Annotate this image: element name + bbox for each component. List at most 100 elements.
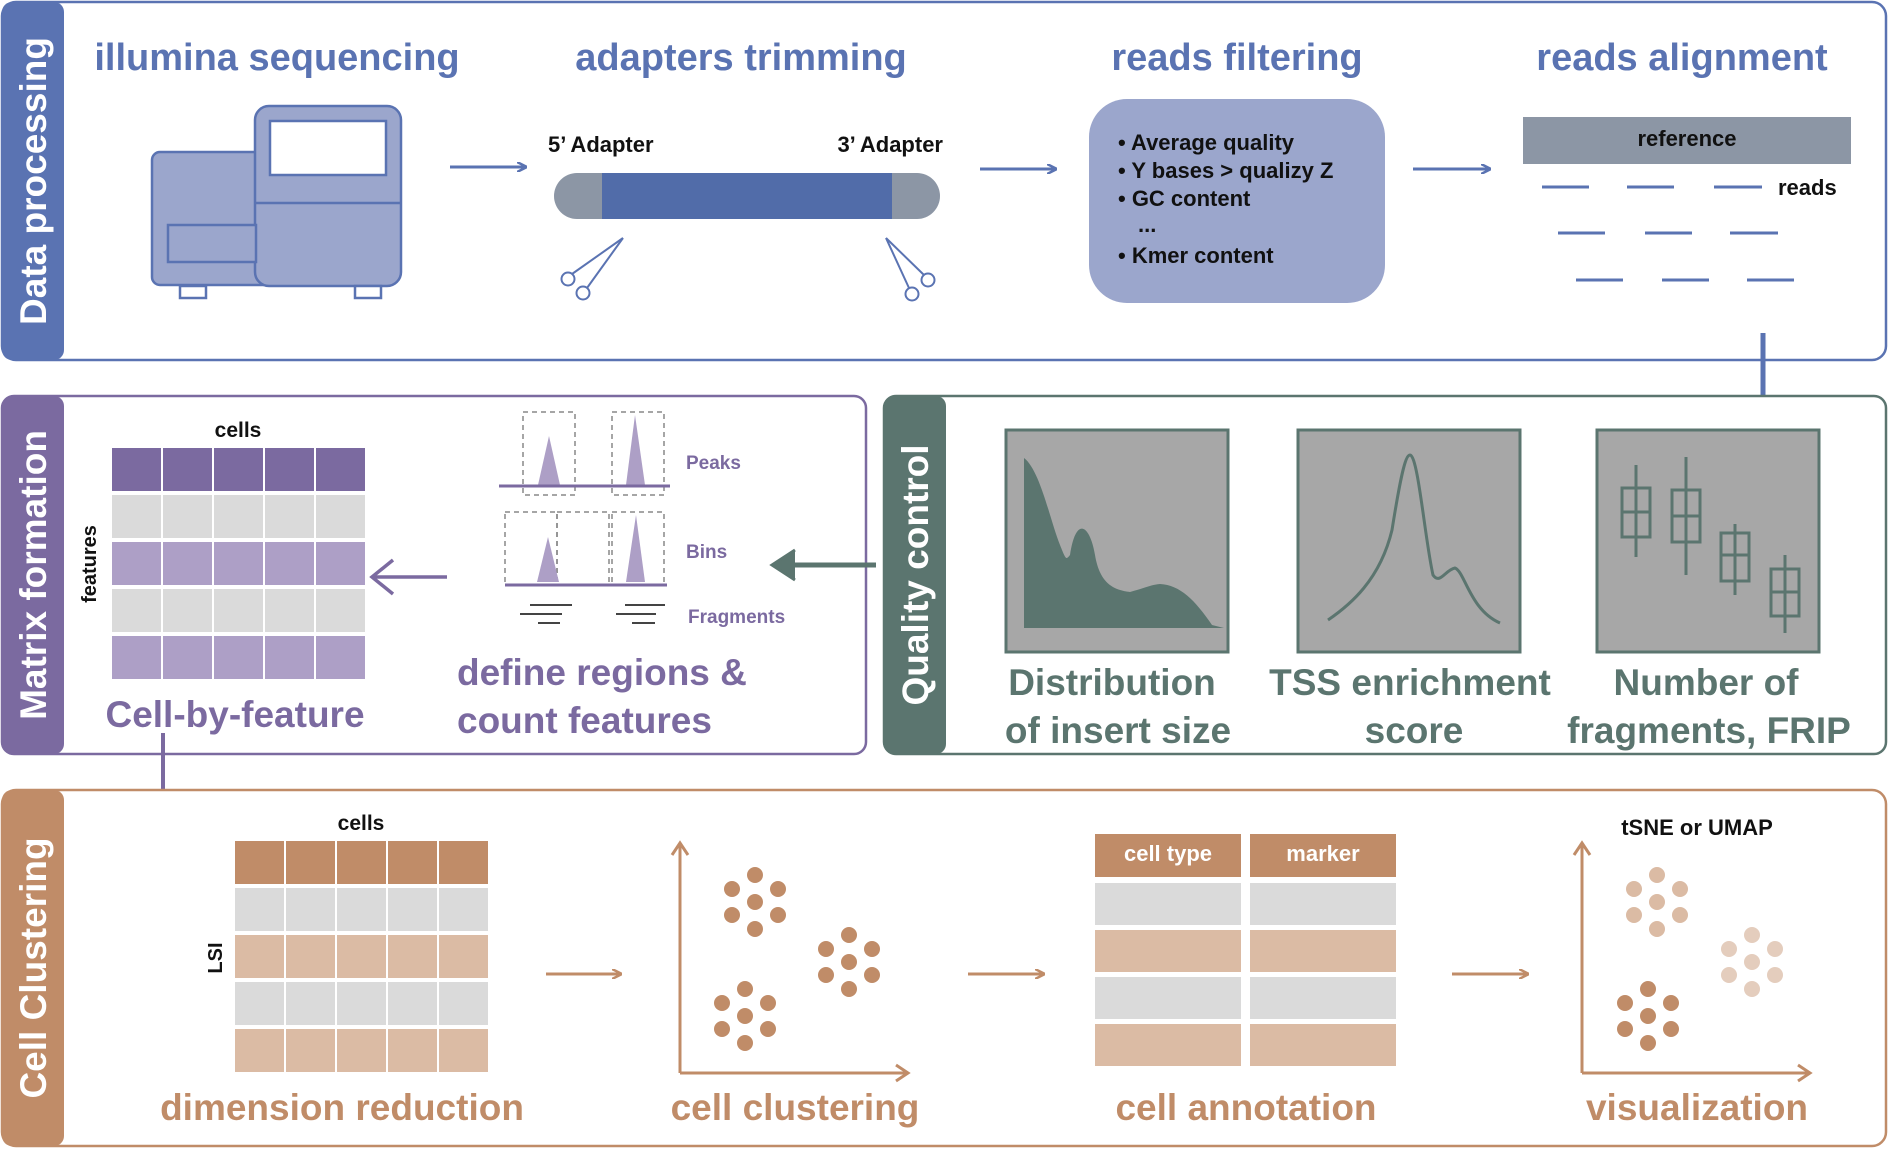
lsi-matrix-cell [286, 888, 335, 931]
tss-title-line2: score [1365, 710, 1464, 751]
cluster-scatter-points [714, 867, 880, 1051]
matrix-formation-label: Matrix formation [13, 430, 54, 720]
matrix-cell [214, 495, 263, 538]
filter-item-3: • GC content [1118, 186, 1251, 211]
matrix-cells-label: cells [215, 419, 262, 442]
aligned-reads [1542, 185, 1794, 282]
cluster-point [737, 1035, 753, 1051]
tss-title-line1: TSS enrichment [1269, 662, 1551, 703]
scissors-right-icon [885, 237, 936, 302]
lsi-matrix-cell [439, 841, 488, 884]
adapter-3-label: 3’ Adapter [837, 132, 943, 157]
annotation-col-marker: marker [1286, 841, 1360, 866]
dimension-reduction-title: dimension reduction [160, 1087, 524, 1128]
cluster-point [724, 881, 740, 897]
matrix-cell [214, 589, 263, 632]
cluster-point [770, 907, 786, 923]
matrix-cell [163, 636, 212, 679]
quality-control-section: Quality control Distribution of insert s… [769, 394, 1888, 756]
viz-scatter-axes [1572, 840, 1813, 1083]
cluster-point [864, 941, 880, 957]
lsi-matrix-cell [439, 982, 488, 1025]
annotation-cell [1250, 883, 1396, 925]
cluster-point [818, 967, 834, 983]
lsi-matrix-cell [337, 935, 386, 978]
lsi-matrix-cell [337, 1029, 386, 1072]
bins-diagram [504, 511, 667, 587]
lsi-matrix-cell [235, 1029, 284, 1072]
viz-point [1767, 967, 1783, 983]
matrix-cell [265, 589, 314, 632]
annotation-cell [1095, 834, 1241, 877]
viz-point [1672, 881, 1688, 897]
matrix-cell [163, 448, 212, 491]
cluster-point [737, 1008, 753, 1024]
lsi-label: LSI [205, 942, 227, 973]
filter-criteria-box [1089, 99, 1385, 303]
fragments-diagram [520, 604, 665, 624]
matrix-cell [163, 495, 212, 538]
lsi-matrix-cell [388, 1029, 437, 1072]
matrix-cell [112, 636, 161, 679]
cell-by-feature-matrix [112, 448, 365, 679]
matrix-cell [316, 636, 365, 679]
viz-point [1640, 1008, 1656, 1024]
lsi-matrix-cell [439, 1029, 488, 1072]
define-regions-line1: define regions & [457, 652, 747, 693]
cluster-point [841, 927, 857, 943]
matrix-cell [163, 589, 212, 632]
viz-point [1626, 907, 1642, 923]
adapter-read-bar [554, 173, 940, 219]
quality-control-label: Quality control [895, 444, 936, 705]
lsi-matrix-cell [286, 982, 335, 1025]
matrix-cell [214, 542, 263, 585]
filter-item-2: • Y bases > qualizy Z [1118, 158, 1333, 183]
viz-point [1649, 894, 1665, 910]
viz-point [1649, 867, 1665, 883]
data-processing-section: Data processing illumina sequencing adap… [0, 0, 1888, 362]
matrix-formation-section: Matrix formation cells features Cell-by-… [0, 394, 868, 756]
filter-item-1: • Average quality [1118, 130, 1295, 155]
viz-point [1744, 927, 1760, 943]
lsi-matrix-cell [439, 888, 488, 931]
cell-clustering-label-bar [2, 790, 64, 1146]
viz-point [1617, 995, 1633, 1011]
fragments-frip-title-line2: fragments, FRIP [1567, 710, 1851, 751]
viz-point [1649, 921, 1665, 937]
matrix-cell [112, 448, 161, 491]
arrow-regions-to-matrix-head [369, 558, 395, 596]
data-processing-label-bar [2, 2, 64, 360]
matrix-cell [316, 542, 365, 585]
cluster-scatter-axes [670, 840, 911, 1083]
sequencer-icon [150, 104, 403, 300]
cell-clustering-title: cell clustering [671, 1087, 920, 1128]
annotation-cell [1250, 930, 1396, 972]
filter-item-4: • Kmer content [1118, 243, 1274, 268]
matrix-features-label: features [79, 525, 101, 603]
matrix-cell [265, 495, 314, 538]
quality-control-label-bar [884, 396, 946, 754]
data-processing-label: Data processing [13, 37, 54, 325]
lsi-matrix-cell [235, 982, 284, 1025]
viz-point [1744, 954, 1760, 970]
viz-point [1617, 1021, 1633, 1037]
cluster-point [760, 995, 776, 1011]
cell-annotation-title: cell annotation [1115, 1087, 1376, 1128]
lsi-matrix-cell [337, 841, 386, 884]
cell-clustering-label: Cell Clustering [13, 837, 54, 1098]
insert-size-title-line1: Distribution [1008, 662, 1216, 703]
cluster-point [714, 995, 730, 1011]
lsi-matrix-cell [337, 888, 386, 931]
cell-clustering-section: Cell Clustering cells LSI dimension redu… [0, 788, 1888, 1148]
reads-label: reads [1778, 175, 1837, 200]
annotation-cell [1250, 834, 1396, 877]
matrix-cell [163, 542, 212, 585]
matrix-cell [112, 495, 161, 538]
lsi-matrix [235, 841, 488, 1072]
viz-point [1721, 967, 1737, 983]
lsi-matrix-cell [388, 888, 437, 931]
cluster-point [841, 954, 857, 970]
lsi-matrix-cell [235, 888, 284, 931]
peaks-diagram [499, 411, 670, 496]
annotation-cell [1095, 883, 1241, 925]
